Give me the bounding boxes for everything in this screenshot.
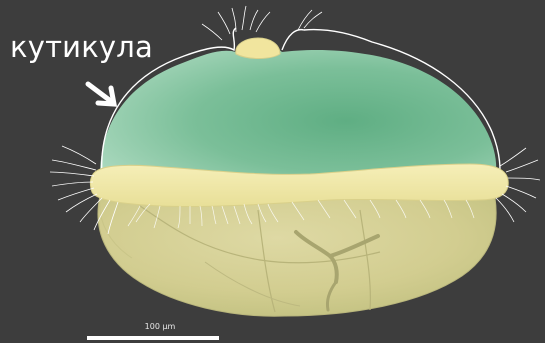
upper-body (100, 38, 496, 182)
cuticle-label: кутикула (10, 30, 153, 64)
cuticle-arrow (88, 84, 114, 104)
scale-bar-label: 100 µm (130, 322, 190, 331)
apical-cilia (202, 6, 322, 40)
scale-bar (87, 336, 219, 340)
